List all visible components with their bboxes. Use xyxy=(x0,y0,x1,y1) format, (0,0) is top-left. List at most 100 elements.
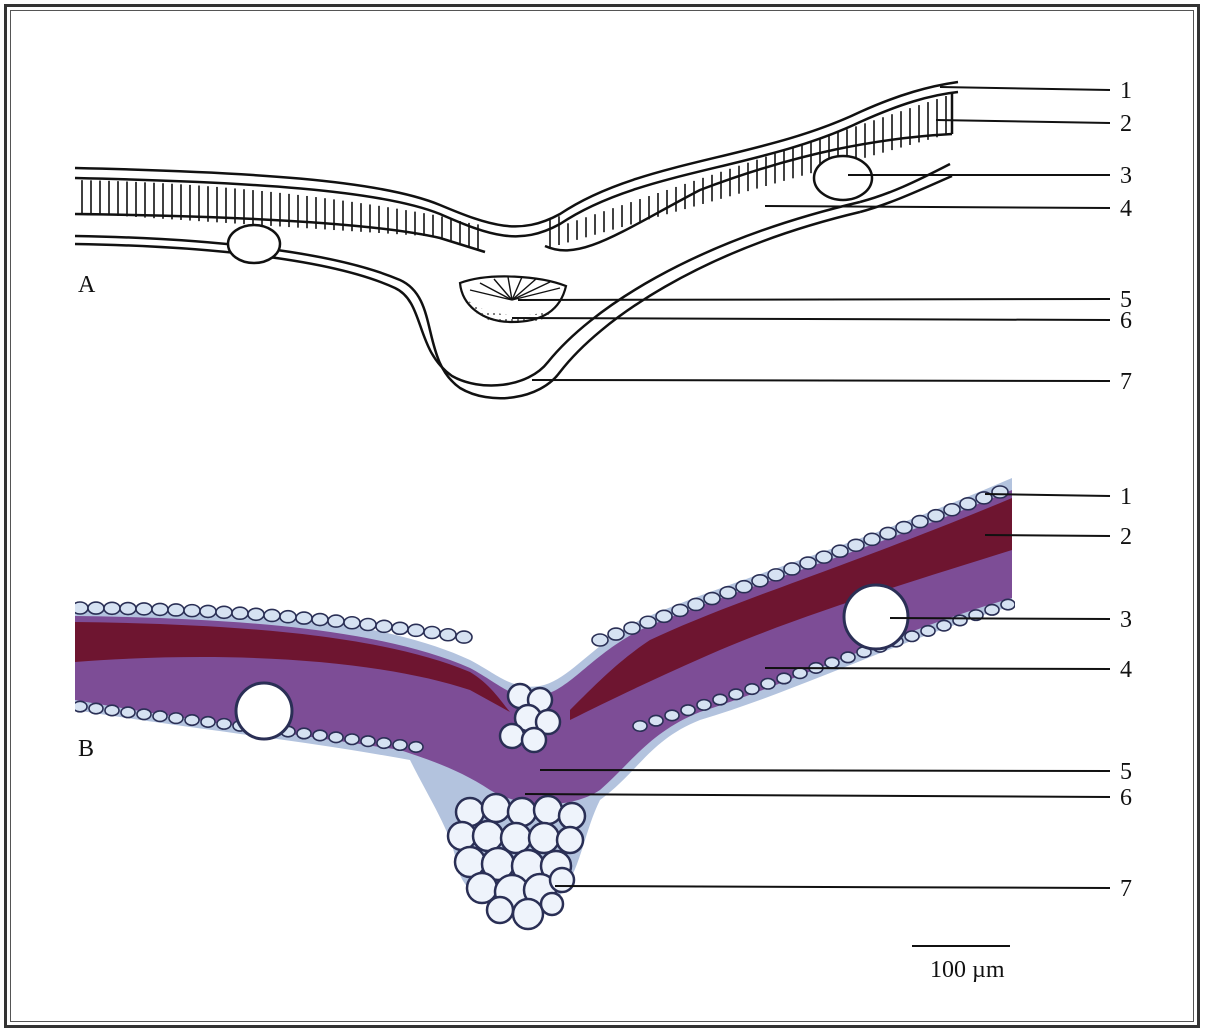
midrib-cell xyxy=(550,868,574,892)
label-a-1: 1 xyxy=(1120,78,1132,104)
lower-epidermis-left-outer xyxy=(75,212,860,398)
epidermal-cell xyxy=(793,668,807,679)
epidermal-cell xyxy=(280,611,296,623)
epidermal-cell xyxy=(137,709,151,720)
epidermal-cell xyxy=(937,620,951,631)
epidermal-cell xyxy=(960,498,976,510)
epidermal-cell xyxy=(848,539,864,551)
epidermal-cell xyxy=(768,569,784,581)
epidermal-cell xyxy=(665,710,679,721)
label-a-6: 6 xyxy=(1120,308,1132,334)
epidermal-cell xyxy=(185,715,199,726)
epidermal-cell xyxy=(328,615,344,627)
epidermal-cell xyxy=(232,607,248,619)
epidermal-cell xyxy=(360,619,376,631)
midrib-cell xyxy=(473,821,503,851)
epidermal-cell xyxy=(168,604,184,616)
air-space-left xyxy=(228,225,280,263)
epidermal-cell xyxy=(264,609,280,621)
midrib-cell xyxy=(513,899,543,929)
epidermal-cell xyxy=(944,504,960,516)
epidermal-cell xyxy=(656,610,672,622)
label-b-3: 3 xyxy=(1120,607,1132,633)
label-a-4: 4 xyxy=(1120,196,1132,222)
label-b-5: 5 xyxy=(1120,759,1132,785)
label-b-2: 2 xyxy=(1120,524,1132,550)
epidermal-cell xyxy=(313,730,327,741)
label-a-3: 3 xyxy=(1120,163,1132,189)
label-b-4: 4 xyxy=(1120,657,1132,683)
epidermal-cell xyxy=(761,679,775,690)
epidermal-cell xyxy=(121,707,135,718)
label-b-1: 1 xyxy=(1120,484,1132,510)
midrib-cell xyxy=(534,796,562,824)
label-b-7: 7 xyxy=(1120,876,1132,902)
panel-b-micrograph xyxy=(72,478,1015,929)
epidermal-cell xyxy=(361,736,375,747)
midrib-cell xyxy=(557,827,583,853)
epidermal-cell xyxy=(784,563,800,575)
panel-a-drawing xyxy=(75,82,958,398)
epidermal-cell xyxy=(745,684,759,695)
midrib-cell xyxy=(500,724,524,748)
epidermal-cell xyxy=(697,700,711,711)
label-a-7: 7 xyxy=(1120,369,1132,395)
epidermal-cell xyxy=(841,652,855,663)
epidermal-cell xyxy=(640,616,656,628)
epidermal-cell xyxy=(344,617,360,629)
epidermal-cell xyxy=(345,734,359,745)
midrib-cell xyxy=(508,798,536,826)
micrograph-air-space-right xyxy=(844,585,908,649)
epidermal-cell xyxy=(825,657,839,668)
epidermal-cell xyxy=(985,605,999,616)
epidermal-cell xyxy=(729,689,743,700)
epidermal-cell xyxy=(713,694,727,705)
epidermal-cell xyxy=(105,705,119,716)
epidermal-cell xyxy=(88,602,104,614)
epidermal-cell xyxy=(217,719,231,730)
midrib-cell xyxy=(482,794,510,822)
epidermal-cell xyxy=(864,533,880,545)
epidermal-cell xyxy=(104,602,120,614)
micrograph-air-space-left xyxy=(236,683,292,739)
epidermal-cell xyxy=(704,593,720,605)
midrib-cell xyxy=(487,897,513,923)
midrib-cell xyxy=(559,803,585,829)
epidermal-cell xyxy=(408,624,424,636)
epidermal-cell xyxy=(736,581,752,593)
epidermal-cell xyxy=(73,701,87,712)
label-b-6: 6 xyxy=(1120,785,1132,811)
epidermal-cell xyxy=(953,615,967,626)
panel-a-numbers: 1 2 3 4 5 6 7 xyxy=(1120,78,1132,395)
epidermal-cell xyxy=(153,711,167,722)
epidermal-cell xyxy=(120,603,136,615)
epidermal-cell xyxy=(393,740,407,751)
epidermal-cell xyxy=(136,603,152,615)
epidermal-cell xyxy=(921,626,935,637)
epidermal-cell xyxy=(928,510,944,522)
epidermal-cell xyxy=(297,728,311,739)
epidermal-cell xyxy=(392,622,408,634)
epidermal-cell xyxy=(681,705,695,716)
panel-b-letter: B xyxy=(78,736,94,762)
air-space-right xyxy=(814,156,872,200)
epidermal-cell xyxy=(169,713,183,724)
epidermal-cell xyxy=(200,605,216,617)
epidermal-cell xyxy=(152,603,168,615)
epidermal-cell xyxy=(248,608,264,620)
epidermal-cell xyxy=(720,587,736,599)
epidermal-cell xyxy=(896,522,912,534)
epidermal-cell xyxy=(816,551,832,563)
epidermal-cell xyxy=(296,612,312,624)
epidermal-cell xyxy=(184,605,200,617)
epidermal-cell xyxy=(688,598,704,610)
label-a-2: 2 xyxy=(1120,111,1132,137)
epidermal-cell xyxy=(608,628,624,640)
epidermal-cell xyxy=(880,527,896,539)
epidermal-cell xyxy=(672,604,688,616)
epidermal-cell xyxy=(376,620,392,632)
epidermal-cell xyxy=(409,742,423,753)
epidermal-cell xyxy=(72,602,88,614)
epidermal-cell xyxy=(456,631,472,643)
